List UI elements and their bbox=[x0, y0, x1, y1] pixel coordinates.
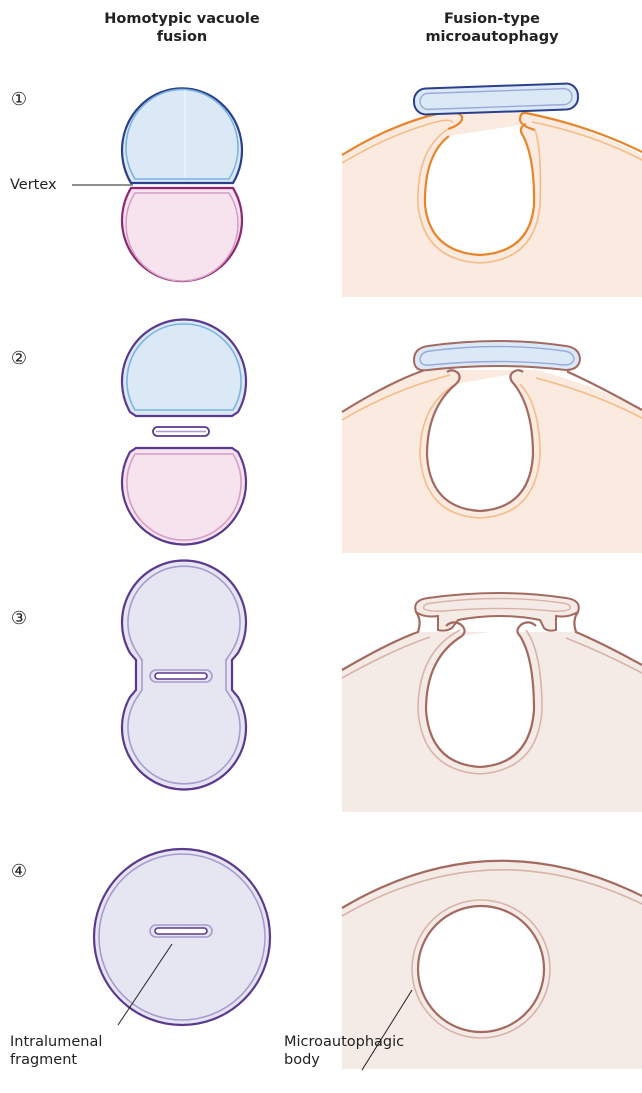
invagination-1-inner bbox=[425, 124, 534, 255]
step-3-left-vacuoles bbox=[122, 561, 246, 790]
step-number-1: ① bbox=[8, 89, 30, 111]
step-2-right-microautophagy bbox=[342, 341, 642, 553]
step-2-left-vacuoles bbox=[122, 320, 246, 545]
step-1-left-vacuoles bbox=[72, 88, 242, 281]
microautophagic-body-label: Microautophagic body bbox=[284, 1033, 404, 1069]
vertex-ring-3-core bbox=[155, 673, 207, 679]
intralumenal-fragment-core bbox=[155, 928, 207, 934]
step-number-3: ③ bbox=[8, 608, 30, 630]
left-column-title: Homotypic vacuole fusion bbox=[72, 10, 292, 46]
vertex-label: Vertex bbox=[10, 176, 57, 194]
step-4-left-vacuole bbox=[94, 849, 270, 1025]
intralumenal-fragment-label: Intralumenal fragment bbox=[10, 1033, 102, 1069]
step-3-right-microautophagy bbox=[342, 593, 642, 812]
pink-vacuole-bottom-inner bbox=[126, 193, 238, 281]
step-1-right-microautophagy bbox=[342, 83, 642, 297]
step-number-2: ② bbox=[8, 348, 30, 370]
right-column-title: Fusion-type microautophagy bbox=[382, 10, 602, 46]
microautophagic-body bbox=[418, 906, 544, 1032]
step-number-4: ④ bbox=[8, 861, 30, 883]
membrane-patch-2 bbox=[414, 341, 580, 370]
membrane-patch-1 bbox=[414, 83, 579, 115]
